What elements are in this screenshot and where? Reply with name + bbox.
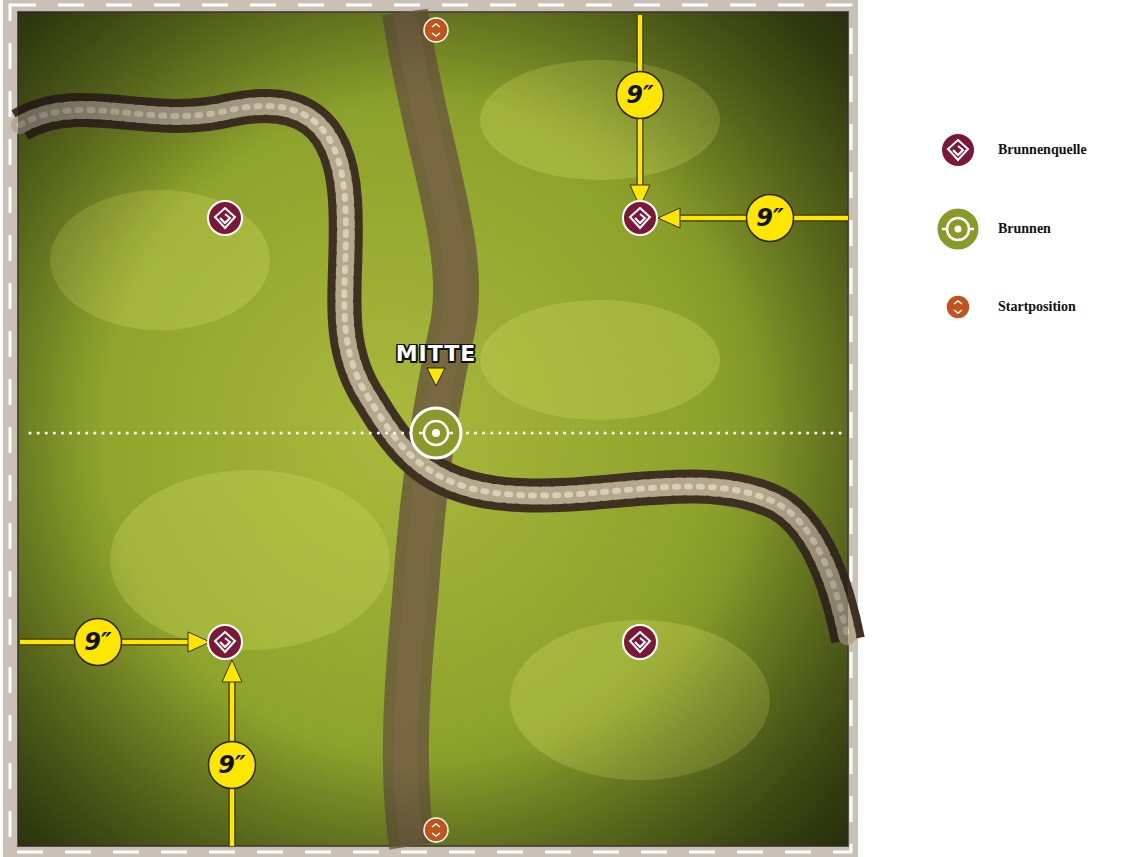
- grass-ground: [18, 12, 848, 846]
- legend-icons: [936, 133, 980, 319]
- distance-value: 9″: [756, 206, 783, 230]
- distance-arrows: [20, 15, 848, 846]
- distance-badge: 9″: [207, 740, 257, 790]
- distance-badge: 9″: [745, 193, 795, 243]
- centre-pointer: [427, 368, 445, 386]
- frame-dashes: [10, 5, 851, 852]
- vignette: [18, 12, 848, 846]
- well-source-markers: [208, 201, 657, 659]
- distance-badge: 9″: [73, 617, 123, 667]
- map-label: MITTE: [396, 341, 477, 366]
- start-position-markers: [424, 18, 448, 842]
- distance-badge: 9″: [615, 70, 665, 120]
- well-marker: [411, 408, 461, 458]
- legend-text: Startposition: [998, 299, 1076, 315]
- map-frame: [3, 0, 858, 857]
- distance-value: 9″: [218, 753, 245, 777]
- legend-text: Brunnenquelle: [998, 142, 1087, 158]
- distance-value: 9″: [84, 630, 111, 654]
- legend-text: Brunnen: [998, 221, 1051, 237]
- distance-value: 9″: [626, 83, 653, 107]
